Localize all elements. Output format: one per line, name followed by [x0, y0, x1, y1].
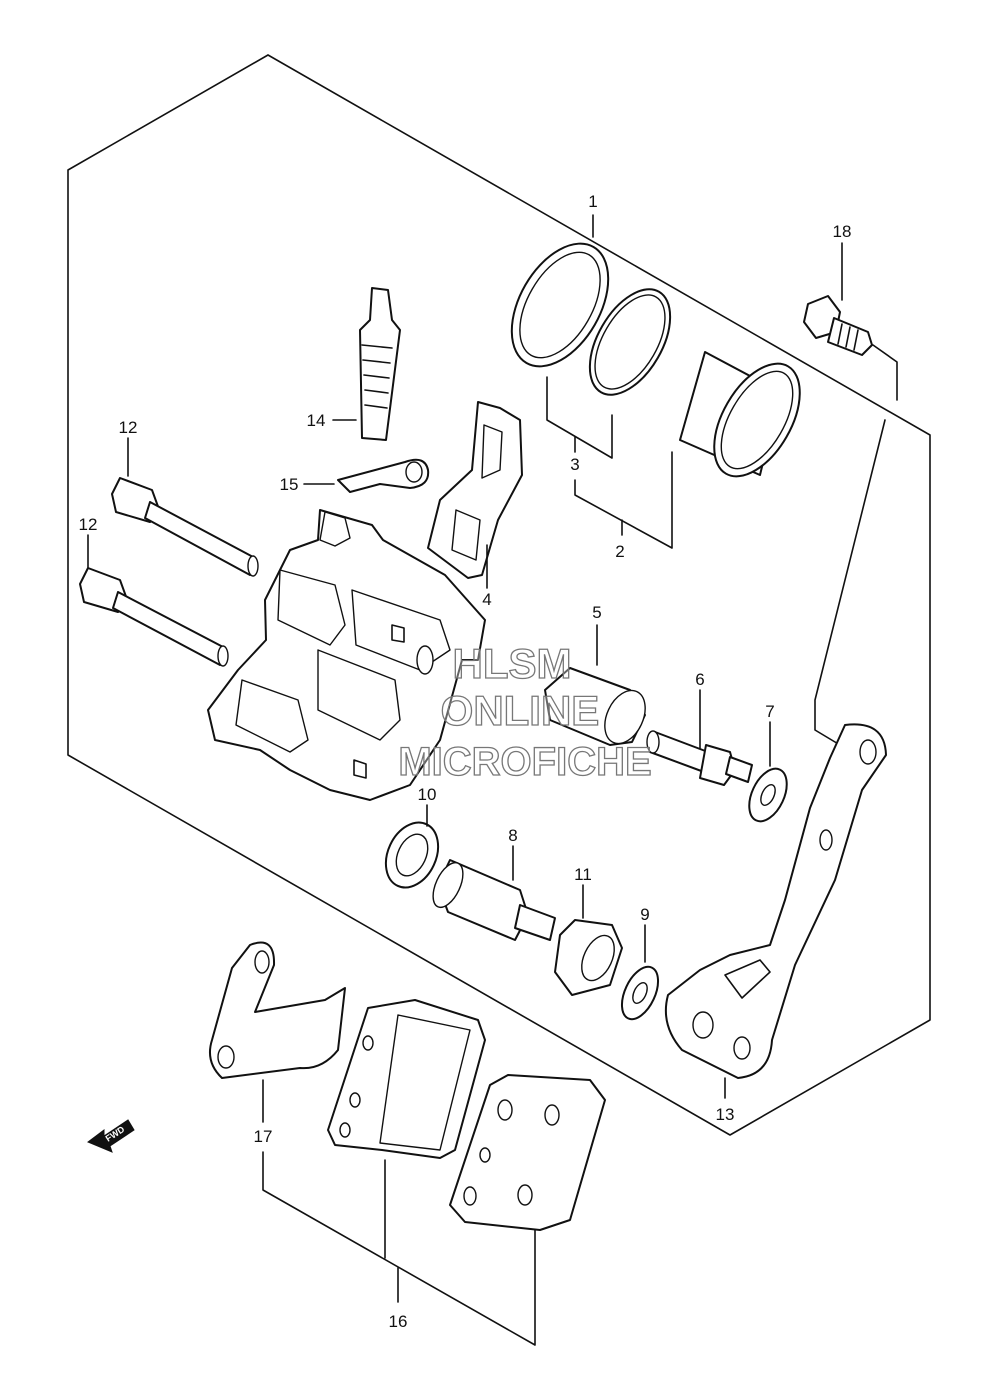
sleeve-pin-8 — [432, 859, 556, 941]
assembly-frame — [67, 54, 931, 1136]
watermark-line-3: MICROFICHE — [398, 740, 651, 784]
callout-6: 6 — [695, 670, 704, 689]
pad-spring-4 — [427, 401, 523, 579]
leader-line-2 — [574, 451, 673, 549]
washer-9 — [620, 965, 660, 1021]
callout-9: 9 — [640, 905, 649, 924]
callout-5: 5 — [592, 603, 601, 622]
callout-17: 17 — [254, 1127, 273, 1146]
callout-1: 1 — [588, 192, 597, 211]
boot-11 — [554, 919, 623, 996]
caliper-body — [207, 509, 486, 801]
callout-4: 4 — [482, 590, 491, 609]
boot-5 — [544, 667, 646, 746]
callout-12-lower: 12 — [79, 515, 98, 534]
callout-12-upper: 12 — [119, 418, 138, 437]
callout-7: 7 — [765, 702, 774, 721]
callout-15: 15 — [280, 475, 299, 494]
seal-10 — [384, 821, 440, 889]
brake-pad-16-inner — [327, 999, 486, 1159]
callout-8: 8 — [508, 826, 517, 845]
callout-18: 18 — [833, 222, 852, 241]
forward-arrow-icon: FWD — [87, 1119, 135, 1153]
callout-2: 2 — [615, 542, 624, 561]
slide-pin-12-upper — [111, 477, 259, 577]
bleeder-valve-14 — [359, 287, 401, 441]
bolt-18 — [803, 295, 873, 356]
slide-pin-12-lower — [79, 567, 229, 667]
callout-10: 10 — [418, 785, 437, 804]
sleeve-6 — [646, 730, 753, 786]
caliper-bracket-13 — [664, 723, 887, 1079]
watermark-line-2: ONLINE — [441, 687, 600, 734]
piston — [679, 351, 801, 478]
leader-line-3 — [546, 376, 613, 459]
callout-11: 11 — [574, 865, 592, 884]
leader-line-16 — [262, 1151, 536, 1346]
clip-15 — [337, 458, 430, 493]
leader-line-13-axis — [814, 419, 886, 746]
brake-pad-16-outer — [449, 1074, 606, 1231]
pad-shim-17 — [209, 941, 346, 1079]
piston-seal-group — [510, 242, 672, 396]
leader-line-18-down — [872, 344, 898, 401]
watermark-line-1: HLSM — [453, 640, 572, 687]
callout-13: 13 — [716, 1105, 735, 1124]
callout-14: 14 — [307, 411, 326, 430]
callout-16: 16 — [389, 1312, 408, 1331]
watermark: HLSM ONLINE MICROFICHE — [398, 639, 653, 784]
washer-7 — [748, 767, 788, 823]
callout-3: 3 — [570, 455, 579, 474]
